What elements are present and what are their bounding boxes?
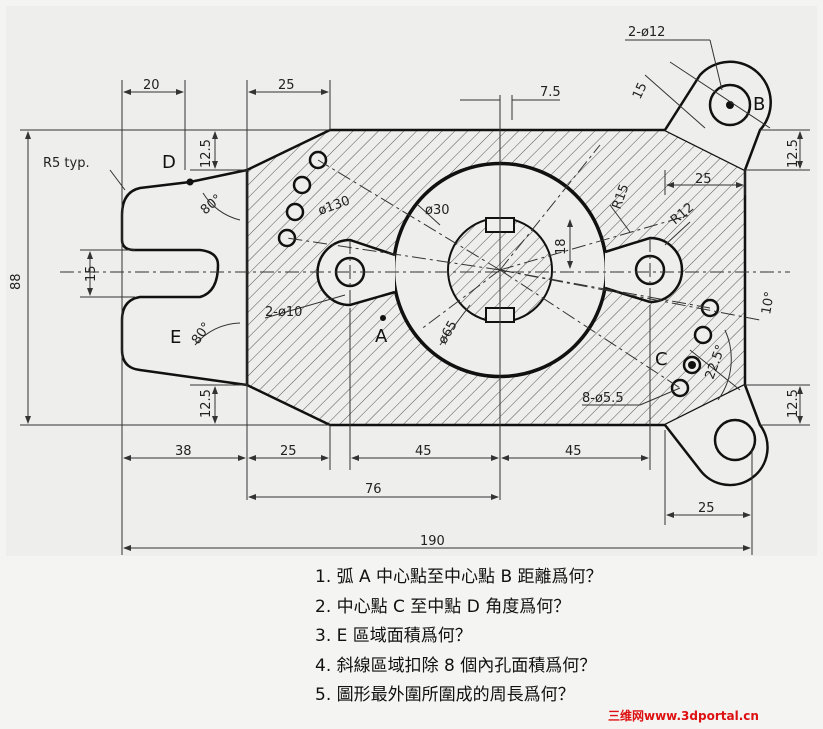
dim-phi30: ø30 xyxy=(425,203,450,218)
question-item: 4. 斜線區域扣除 8 個內孔面積爲何？ xyxy=(315,655,597,676)
label-b: B xyxy=(753,94,765,115)
dim-25-right-bottom: 25 xyxy=(698,501,715,516)
dim-76: 76 xyxy=(365,482,382,497)
question-item: 2. 中心點 C 至中點 D 角度爲何？ xyxy=(315,596,571,617)
dim-25-bottom: 25 xyxy=(280,444,297,459)
keyway xyxy=(485,217,515,323)
leader-lines xyxy=(109,39,771,406)
dim-10-deg: 10° xyxy=(759,290,778,315)
dim-15-top: 15 xyxy=(630,80,651,101)
dim-38: 38 xyxy=(175,444,192,459)
label-c: C xyxy=(655,349,668,370)
dim-12-5-right-bottom: 12.5 xyxy=(786,389,801,418)
dim-15-left: 15 xyxy=(84,265,99,282)
watermark: 三维网www.3dportal.cn xyxy=(608,709,759,723)
dim-88: 88 xyxy=(9,273,24,290)
angle-arc-bottom xyxy=(194,322,241,346)
question-item: 5. 圖形最外圍所圍成的周長爲何？ xyxy=(315,685,575,705)
hole-phi12-lower xyxy=(713,418,757,462)
dim-45-left: 45 xyxy=(415,444,432,459)
question-item: 3. E 區域面積爲何？ xyxy=(315,626,472,646)
label-a: A xyxy=(375,326,388,347)
dimension-lines xyxy=(20,80,810,555)
dim-7-5: 7.5 xyxy=(540,85,561,100)
angle-arc-top xyxy=(202,192,241,221)
dim-2-phi12: 2-ø12 xyxy=(628,25,665,40)
dim-20: 20 xyxy=(143,78,160,93)
dim-12-5-right-top: 12.5 xyxy=(786,139,801,168)
center-dot-b xyxy=(726,101,734,109)
dim-8-phi5-5: 8-ø5.5 xyxy=(582,391,624,406)
label-e: E xyxy=(170,327,181,348)
label-d: D xyxy=(162,152,176,173)
question-item: 1. 弧 A 中心點至中心點 B 距離爲何？ xyxy=(315,567,603,587)
dim-18: 18 xyxy=(554,238,569,255)
dim-45-right: 45 xyxy=(565,444,582,459)
dim-25-top: 25 xyxy=(278,78,295,93)
center-dot-c xyxy=(688,361,696,369)
dimension-arrows xyxy=(25,89,803,551)
engineering-drawing: 20 25 7.5 2-ø12 15 12.5 25 12.5 R5 typ. … xyxy=(9,25,810,555)
point-d-marker xyxy=(186,178,194,186)
dim-12-5-left-bottom: 12.5 xyxy=(199,389,214,418)
point-a-marker xyxy=(380,315,386,321)
dim-r5-typ: R5 typ. xyxy=(43,156,90,171)
dim-12-5-left-top: 12.5 xyxy=(199,139,214,168)
dim-25-right-top: 25 xyxy=(695,172,712,187)
dim-190: 190 xyxy=(420,534,445,549)
angle-arc-22-5 xyxy=(717,329,732,401)
dim-2-phi10: 2-ø10 xyxy=(265,305,302,320)
question-list: 1. 弧 A 中心點至中心點 B 距離爲何？ 2. 中心點 C 至中點 D 角度… xyxy=(315,563,603,711)
